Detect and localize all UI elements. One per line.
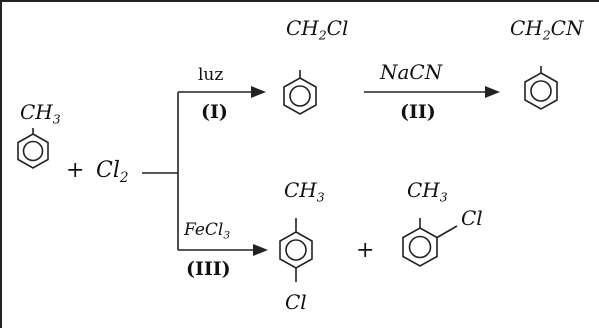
toluene-ring — [17, 128, 49, 169]
step-III-label: (III) — [186, 258, 231, 280]
benzyl-chloride-substituent: CH2Cl — [286, 16, 349, 43]
para-product-top-substituent: CH3 — [284, 178, 325, 205]
ortho-product-side-substituent: Cl — [461, 206, 483, 230]
chlorine-reagent: Cl2 — [96, 158, 129, 186]
arrow-step-I — [178, 86, 266, 98]
plus-sign-1: + — [66, 158, 85, 183]
arrow-step-II — [364, 86, 500, 98]
step-II-label: (II) — [400, 101, 436, 123]
para-product-bottom-substituent: Cl — [285, 290, 307, 314]
step-I-condition: luz — [198, 65, 224, 85]
benzyl-cyanide-substituent: CH2CN — [510, 16, 584, 43]
ortho-product-top-substituent: CH3 — [407, 178, 448, 205]
plus-sign-2: + — [356, 238, 375, 263]
ortho-chlorotoluene-ring — [402, 218, 458, 267]
step-I-label: (I) — [201, 101, 228, 123]
toluene-substituent: CH3 — [20, 100, 61, 127]
para-chlorotoluene-ring — [279, 218, 313, 282]
step-II-reagent: NaCN — [380, 60, 443, 84]
arrow-step-III — [178, 244, 268, 256]
benzyl-chloride-ring — [283, 70, 317, 115]
benzyl-cyanide-ring — [524, 66, 558, 110]
step-III-catalyst: FeCl3 — [184, 220, 231, 242]
